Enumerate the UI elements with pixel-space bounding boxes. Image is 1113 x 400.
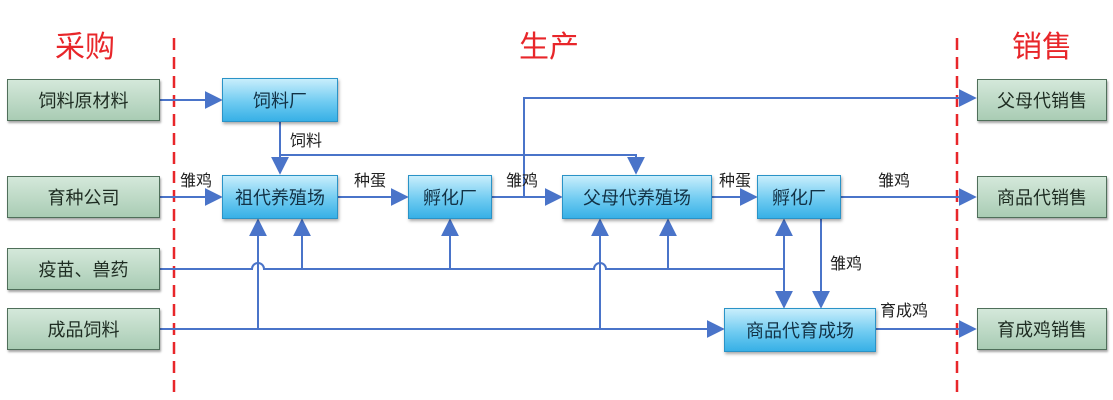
section-title-purchase: 采购 — [55, 30, 115, 65]
label-eggs-2: 种蛋 — [719, 171, 752, 190]
box-feed-mill: 饲料厂 — [222, 78, 338, 122]
box-parent-stock-farm: 父母代养殖场 — [562, 175, 712, 219]
vaccine-supply-line — [160, 262, 784, 270]
label-chicks-4: 雏鸡 — [830, 254, 863, 273]
box-breeding-company: 育种公司 — [7, 176, 160, 218]
label-chicks-2: 雏鸡 — [506, 171, 539, 190]
section-title-sales: 销售 — [1012, 30, 1072, 65]
label-grown-chickens: 育成鸡 — [880, 301, 929, 320]
arrow-feed-to-ppfarm — [280, 154, 645, 175]
box-hatchery-1: 孵化厂 — [408, 175, 492, 219]
box-commercial-sales: 商品代销售 — [977, 176, 1107, 218]
label-eggs-1: 种蛋 — [354, 171, 387, 190]
box-parent-stock-sales: 父母代销售 — [977, 79, 1107, 121]
arrow-to-pp-sales — [523, 89, 977, 197]
box-vaccine-vet-drugs: 疫苗、兽药 — [7, 248, 160, 290]
label-chicks-1: 雏鸡 — [180, 171, 213, 190]
label-feed: 饲料 — [290, 131, 323, 150]
box-finished-feed: 成品饲料 — [7, 308, 160, 350]
box-hatchery-2: 孵化厂 — [757, 175, 841, 219]
label-chicks-3: 雏鸡 — [878, 171, 911, 190]
box-commercial-broiler-farm: 商品代育成场 — [724, 308, 876, 352]
section-title-production: 生产 — [519, 30, 579, 65]
box-feed-raw-material: 饲料原材料 — [7, 79, 160, 121]
box-grandparent-farm: 祖代养殖场 — [222, 175, 338, 219]
box-broiler-sales: 育成鸡销售 — [977, 308, 1107, 350]
